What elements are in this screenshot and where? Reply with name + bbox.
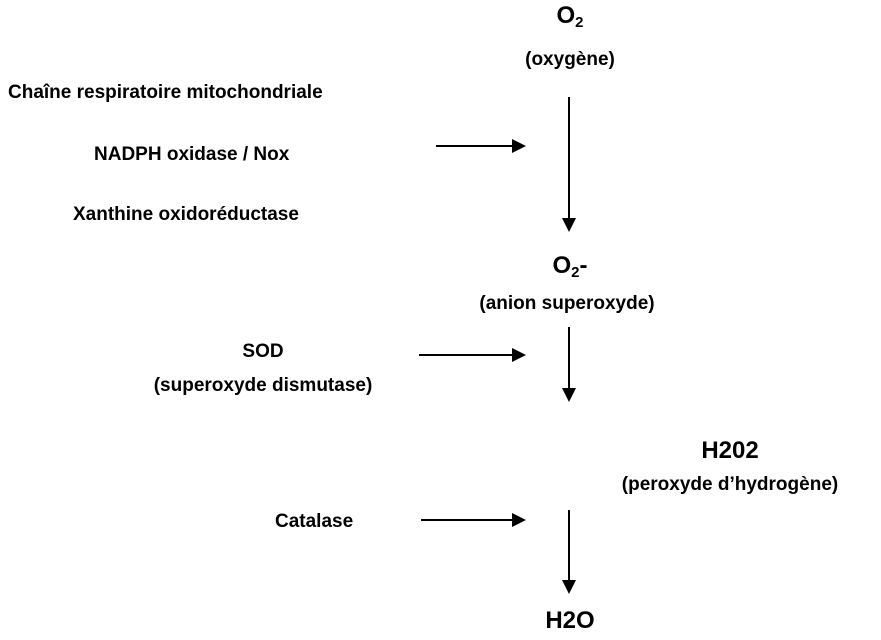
arrow-sources-to-pathway-head	[512, 139, 526, 153]
arrow-catalase-to-pathway-head	[512, 513, 526, 527]
superoxide-symbol: O	[552, 252, 572, 279]
arrow-peroxide-to-water-head	[562, 580, 576, 594]
catalase-name: Catalase	[275, 511, 354, 532]
arrow-oxygen-to-superoxide-head	[562, 218, 576, 232]
superoxide-charge: -	[579, 252, 588, 279]
arrow-sod-to-pathway-head	[512, 348, 526, 362]
oxygen-label: (oxygène)	[525, 49, 615, 70]
source-respiratory-chain: Chaîne respiratoire mitochondriale	[8, 82, 323, 103]
arrow-superoxide-to-peroxide-head	[562, 388, 576, 402]
hydrogen-peroxide-formula: H202	[701, 437, 759, 464]
oxygen-subscript: 2	[575, 14, 584, 31]
oxygen-formula: O2	[556, 2, 584, 31]
water-formula: H2O	[545, 607, 595, 634]
sod-name: SOD	[242, 341, 284, 362]
superoxide-formula: O2-	[552, 252, 588, 281]
sod-label: (superoxyde dismutase)	[153, 375, 373, 396]
oxygen-symbol: O	[556, 2, 576, 29]
superoxide-label: (anion superoxyde)	[479, 293, 655, 314]
source-nadph-oxidase: NADPH oxidase / Nox	[94, 144, 290, 165]
hydrogen-peroxide-label: (peroxyde d’hydrogène)	[621, 474, 839, 495]
superoxide-subscript: 2	[571, 264, 580, 281]
source-xanthine-oxidoreductase: Xanthine oxidoréductase	[73, 204, 299, 225]
